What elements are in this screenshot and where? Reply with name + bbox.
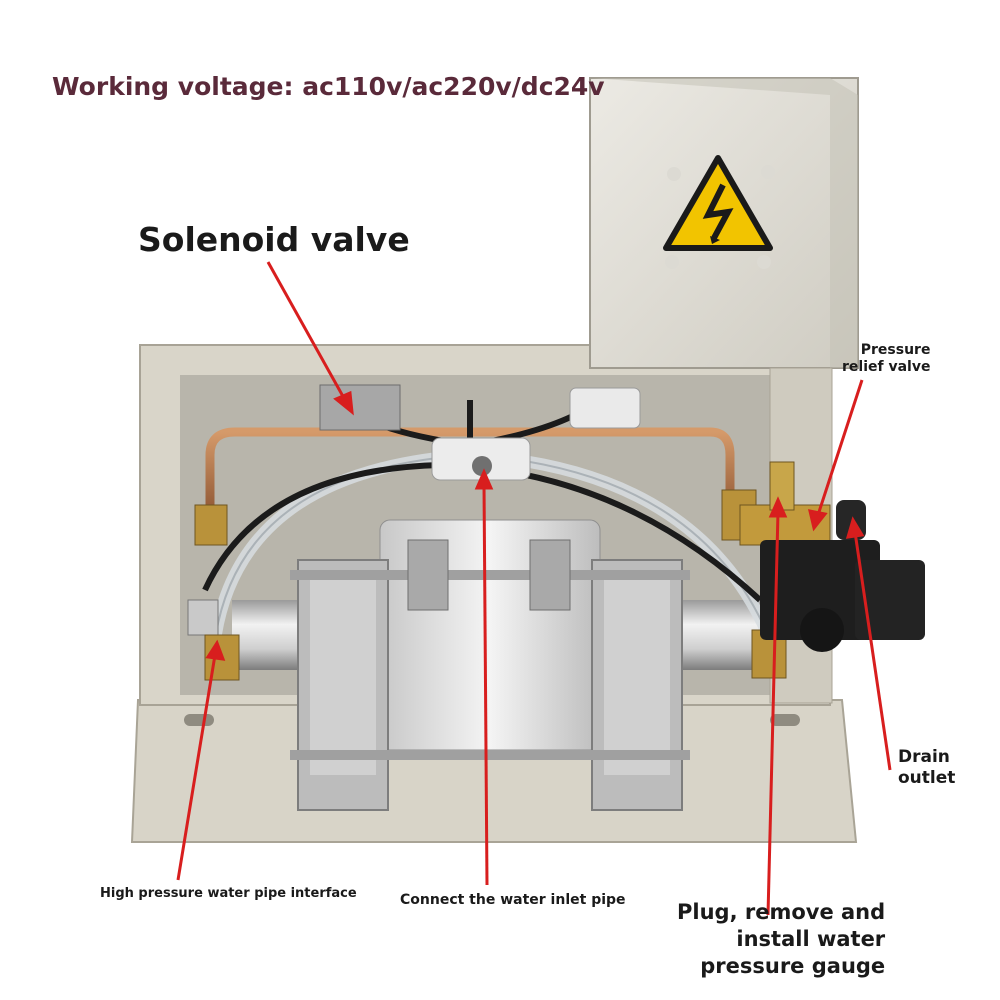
- arrow-relief: [816, 379, 864, 516]
- gauge-label-line-2: install water: [736, 927, 886, 951]
- gauge-label-line-3: pressure gauge: [700, 954, 886, 978]
- solenoid-valve-label: Solenoid valve: [138, 220, 410, 259]
- high-voltage-warning-icon: [663, 155, 773, 251]
- arrow-hp-pipe: [176, 654, 217, 881]
- high-pressure-pipe-label: High pressure water pipe interface: [100, 886, 357, 901]
- pressure-gauge-label: Plug, remove and install water pressure …: [677, 899, 885, 980]
- drain-label-line-2: outlet: [898, 768, 956, 788]
- arrow-drain: [853, 531, 892, 771]
- pressure-relief-valve-label: Pressure relief valve: [842, 342, 930, 376]
- drain-solenoid: [760, 540, 880, 640]
- arrow-solenoid: [266, 261, 347, 401]
- drain-label-line-1: Drain: [898, 747, 950, 767]
- relief-label-line-2: relief valve: [842, 359, 931, 375]
- arrow-inlet: [482, 483, 489, 886]
- solenoid-valve-body: [319, 384, 401, 431]
- working-voltage-label: Working voltage: ac110v/ac220v/dc24v: [52, 72, 605, 101]
- water-inlet-label: Connect the water inlet pipe: [400, 892, 626, 908]
- relief-label-line-1: Pressure: [860, 342, 931, 358]
- gauge-label-line-1: Plug, remove and: [677, 900, 886, 924]
- drain-outlet-label: Drain outlet: [898, 747, 955, 789]
- arrow-gauge: [766, 511, 780, 916]
- annotation-arrows: [176, 261, 892, 916]
